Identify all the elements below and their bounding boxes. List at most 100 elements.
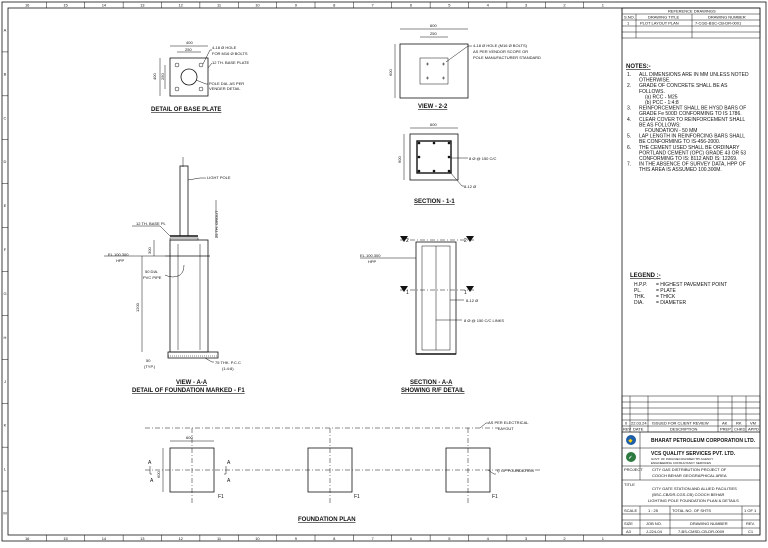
section-mark [149,466,152,475]
dim-50-sub: (TYP.) [144,364,156,369]
grid-row-label: H [4,335,7,340]
dwg-label: DRAWING NUMBER [690,521,728,526]
grid-col-label: 15 [63,536,68,541]
reference-table: REFERENCE DRAWINGS S.NO. DRAWING TITLE D… [621,7,761,39]
section-a-a: EL.100.300 HPP 2 2 1 1 8-12 Ø 8 Ø @ 150 … [360,236,504,394]
note-number: 5. [627,134,631,140]
note-line: LAP LENGTH IN REINFORCING BARS SHALL [639,134,745,140]
note-number: 3. [627,106,631,112]
title-1: CITY GATE STATION AND ALLIED FACILITIES [652,486,737,491]
grid-col-label: 3 [525,3,528,8]
base-plate-detail: 400 250 400 250 4-18 Ø HOLE FOR M16 Ø BO… [151,40,250,113]
note-number: 4. [627,117,631,123]
ref-col-1: S.NO. [624,15,635,20]
rev-date: 22.03.24 [631,421,647,426]
note-line: GRADE Fe 500D CONFORMING TO IS 1786. [639,111,742,117]
note-pole-2: VENDER DETAIL [209,86,241,91]
note-3: POLE MANUFACTURER STANDARD [473,55,541,60]
grid-col-label: 4 [487,3,490,8]
leader [207,62,213,69]
grid-col-label: 3 [525,536,528,541]
grid-row-label: A [4,27,7,32]
view-2-2: 600 250 600 4-18 Ø HOLE (M16 Ø BOLTS) AS… [388,23,541,110]
leader [204,357,214,363]
note-line: (b) PCC - 1:4:8 [645,100,679,106]
grid-col-label: 15 [63,3,68,8]
view22-plate [419,57,449,85]
leader [132,225,171,237]
grid-col-label: 1 [602,3,605,8]
grid-col-label: 11 [217,536,222,541]
note-line: CLEAR COVER TO REINFORCEMENT SHALL [639,117,745,123]
mark-a-right-2: A [227,478,231,484]
section-arrow [466,286,474,292]
grid-col-label: 5 [448,536,451,541]
consultant-sub-1: GOVT. OF INDIA RECOGNIZED TPI AGENCY [651,457,713,461]
grid-col-label: 1 [602,536,605,541]
grid-col-label: 4 [487,536,490,541]
note-line: THIS AREA IS ASSUMED 100.300M. [639,167,722,173]
dim-600-side: 600 [156,471,161,478]
leader [487,469,496,475]
grid-col-label: 13 [140,3,145,8]
leader [202,49,212,65]
notes-block: NOTES:- 1.ALL DIMENSIONS ARE IN MM UNLES… [626,64,749,173]
ref-table-frame [621,7,761,39]
leader [195,79,208,85]
legend-block: LEGEND :- H.P.P.= HIGHEST PAVEMENT POINT… [630,273,727,306]
client-name: BHARAT PETROLEUM CORPORATION LTD. [651,438,756,444]
dim-inner: 250 [430,31,437,36]
sheets-label: TOTAL NO. OF SHTS [672,508,711,513]
mark-1-right: 1 [464,290,467,296]
note-line: GRADE OF CONCRETE SHALL BE AS [639,83,728,89]
note-line: FOUNDATION - 50 MM [645,128,697,134]
rev-init-c: VM [750,421,756,426]
elec-1: AS PER ELECTRICAL [488,420,529,425]
dwg-val: 7-BS-CMSD-CB-DR-0009 [678,529,725,534]
rev-init-b: RK [736,421,742,426]
el-sub: HPP [368,259,377,264]
dim-600: 600 [186,435,193,440]
view22-title: VIEW - 2-2 [418,104,448,110]
ref-row-number: 7-CGD-BSC-CB-DR-0001 [695,21,742,26]
note-line: FOLLOWS. [639,89,665,95]
prep-hdr: PREP [720,427,731,432]
mark-a-left: A [148,460,152,466]
scale-label: SCALE [624,508,637,513]
job-val: J-224-04 [646,529,663,534]
title-2: (BSC-CB/DR-CGS-CB) COOCH BEHAR [652,492,725,497]
project-label: PROJECT [624,467,643,472]
pcc-2: (1:4:8) [222,366,234,371]
consultant-name: VCS QUALITY SERVICES PVT. LTD. [651,451,736,457]
view22-outline [399,43,469,99]
title-block: ◆ ✓ BHARAT PETROLEUM CORPORATION LTD. VC… [621,431,761,536]
leader [479,422,488,429]
grid-col-label: 14 [102,536,107,541]
section-1-1: 600 600 8 Ø @ 150 C/C 8-12 Ø SECTION - 1… [397,122,497,205]
note-hole-1: 4-18 Ø HOLE [212,45,237,50]
grid-col-label: 14 [102,3,107,8]
mark-f1: F1 [354,494,360,500]
vcs-logo [626,452,636,462]
rev-label: REV. [746,521,755,526]
grid-col-label: 11 [217,3,222,8]
rev-no: 0 [625,421,628,426]
grid-row-label: B [4,71,7,76]
base-plate-outline [169,57,209,97]
grid-row-label: E [4,203,7,208]
grid-col-label: 7 [371,536,374,541]
grid-row-label: K [4,423,7,428]
note-number: 1. [627,72,631,78]
mark-2-right: 2 [464,238,467,244]
grid-row-label: C [4,115,7,120]
title-block-frame [621,431,761,536]
view-a-a: LIGHT POLE 25 TH. GROUT 12 TH. BASE PL E… [104,157,245,394]
legend-meaning: = HIGHEST PAVEMENT POINT [656,282,727,288]
grid-col-label: 10 [255,536,260,541]
section-arrow [400,286,408,292]
mark-1-left: 1 [406,290,409,296]
project-2: COOCH BEHAR GEOGRAPHICAL AREA [652,473,727,478]
legend-meaning: = THICK [656,294,676,300]
